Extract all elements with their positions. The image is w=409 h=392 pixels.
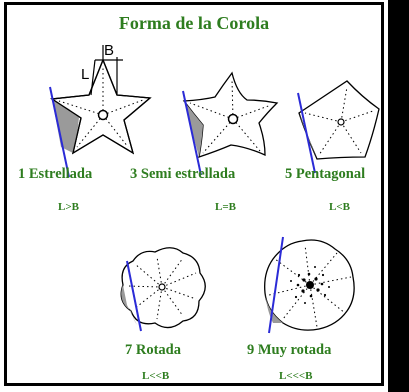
diagram-title: Forma de la Corola: [118, 13, 270, 33]
diagram-frame: Forma de la Corola B L: [4, 2, 384, 386]
corolla-pentagonal-shape: [297, 80, 380, 174]
breadth-label: B: [104, 42, 114, 59]
length-label: L: [81, 66, 89, 83]
relation-estrellada: L>B: [58, 201, 79, 213]
corolla-very-rotate-shape: [264, 236, 355, 334]
caption-muy-rotada: 9 Muy rotada: [247, 342, 332, 358]
caption-estrellada: 1 Estrellada: [18, 166, 93, 182]
relation-muy-rotada: L<<<B: [279, 370, 313, 382]
caption-semi-estrellada: 3 Semi estrellada: [130, 166, 236, 182]
relation-pentagonal: L<B: [329, 201, 350, 213]
corolla-rotate-shape: [120, 247, 206, 332]
caption-rotada: 7 Rotada: [125, 342, 181, 358]
relation-rotada: L<<B: [142, 370, 170, 382]
corolla-illustrations: B L: [49, 42, 380, 334]
corolla-semi-star-shape: [182, 71, 279, 176]
relation-semi-estrellada: L=B: [215, 201, 236, 213]
right-black-bar: [388, 0, 409, 392]
corolla-star-shape: B L: [49, 42, 152, 178]
caption-pentagonal: 5 Pentagonal: [285, 166, 366, 182]
